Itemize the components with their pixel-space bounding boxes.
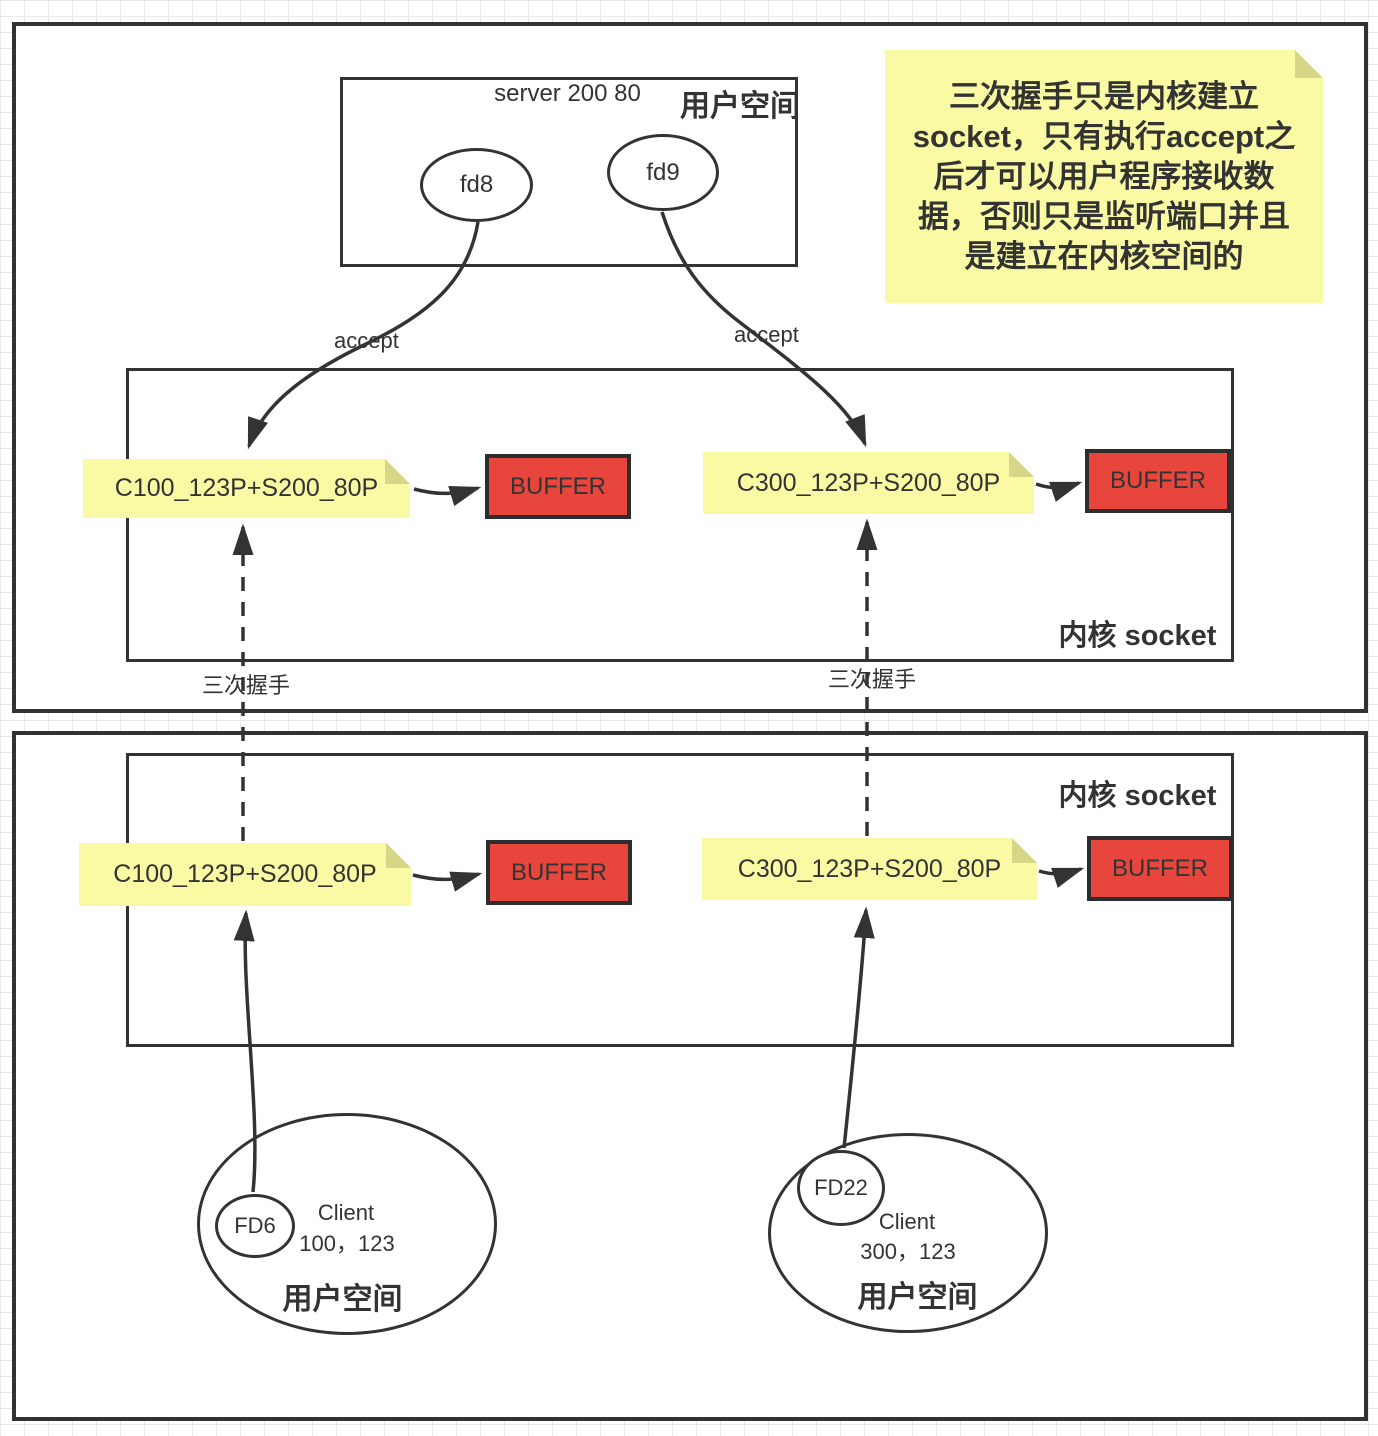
- socket-note-label: C300_123P+S200_80P: [736, 468, 1001, 497]
- client-addr-right: 300，123: [860, 1239, 956, 1264]
- fd22-label: FD22: [814, 1175, 868, 1200]
- client-name-right: Client: [878, 1209, 936, 1234]
- client-addr-left: 100，123: [299, 1231, 395, 1256]
- sticky-note-shape: [885, 50, 1323, 303]
- sticky-note-text: 三次握手只是内核建立 socket，只有执行accept之 后才可以用户程序接收…: [885, 77, 1323, 277]
- fd22-ellipse: FD22: [797, 1150, 885, 1226]
- buffer-label: BUFFER: [1112, 854, 1208, 882]
- folded-corner-icon: [1295, 50, 1323, 78]
- client-ellipse-right: [768, 1133, 1048, 1333]
- folded-corner-icon: [385, 459, 410, 484]
- client-ellipse-left: [197, 1113, 497, 1335]
- sticky-note-line: socket，只有执行accept之: [912, 118, 1296, 154]
- fd9-ellipse: fd9: [607, 134, 719, 211]
- folded-corner-icon: [386, 843, 411, 868]
- user-space-label-right: 用户空间: [857, 1281, 978, 1314]
- sticky-note-line: 三次握手只是内核建立: [949, 78, 1259, 114]
- fd8-ellipse: fd8: [420, 148, 533, 222]
- fd6-label: FD6: [234, 1213, 276, 1238]
- sticky-note-line: 后才可以用户程序接收数: [933, 158, 1275, 194]
- socket-note-label: C300_123P+S200_80P: [737, 854, 1002, 883]
- server-title: server 200 80: [494, 80, 641, 107]
- buffer-label: BUFFER: [510, 472, 606, 500]
- fd6-ellipse: FD6: [215, 1194, 295, 1258]
- client-name-left: Client: [317, 1200, 375, 1225]
- handshake-label-1: 三次握手: [202, 673, 291, 698]
- socket-note-label: C100_123P+S200_80P: [114, 474, 379, 502]
- folded-corner-icon: [1012, 838, 1037, 863]
- buffer-box-top-left: BUFFER: [485, 454, 631, 519]
- buffer-label: BUFFER: [511, 858, 607, 886]
- user-space-label-top: 用户空间: [680, 90, 800, 123]
- socket-note-label: C100_123P+S200_80P: [113, 860, 377, 888]
- socket-note-bottom-right: C300_123P+S200_80P: [702, 838, 1037, 900]
- accept-label-1: accept: [334, 328, 399, 353]
- sticky-note-line: 是建立在内核空间的: [964, 238, 1244, 274]
- fd8-label: fd8: [459, 171, 494, 198]
- socket-note-top-right: C300_123P+S200_80P: [703, 452, 1034, 514]
- sticky-note-line: 据，否则只是监听端口并且: [918, 198, 1290, 234]
- user-space-label-left: 用户空间: [282, 1283, 403, 1316]
- folded-corner-icon: [1009, 452, 1034, 477]
- accept-label-2: accept: [734, 322, 799, 347]
- fd9-label: fd9: [646, 158, 680, 186]
- buffer-box-bottom-right: BUFFER: [1087, 836, 1233, 901]
- sticky-note: 三次握手只是内核建立 socket，只有执行accept之 后才可以用户程序接收…: [885, 50, 1323, 303]
- socket-note-bottom-left: C100_123P+S200_80P: [79, 843, 411, 906]
- kernel-socket-label-bottom: 内核 socket: [1058, 780, 1217, 812]
- buffer-box-bottom-left: BUFFER: [486, 840, 632, 905]
- socket-note-top-left: C100_123P+S200_80P: [83, 459, 410, 518]
- buffer-label: BUFFER: [1110, 467, 1206, 494]
- handshake-label-2: 三次握手: [828, 667, 917, 692]
- kernel-socket-label-top: 内核 socket: [1058, 620, 1217, 652]
- buffer-box-top-right: BUFFER: [1085, 449, 1231, 513]
